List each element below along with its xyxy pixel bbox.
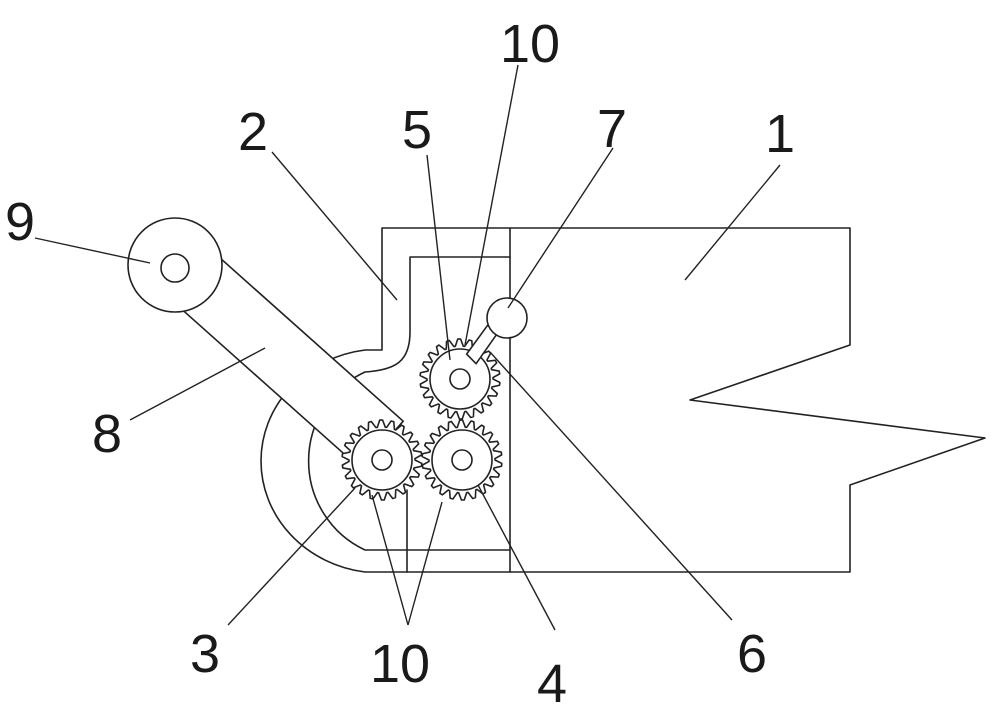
main-body-part-1 (509, 227, 986, 573)
label-part-3: 3 (190, 624, 220, 684)
gear-5-body (429, 348, 491, 410)
leader-line-5 (426, 154, 451, 361)
leader-line-3 (227, 487, 356, 626)
gear-5-hub (449, 368, 471, 390)
gear-part-5 (419, 338, 501, 420)
label-part-6: 6 (737, 624, 767, 684)
leader-line-10-bottom-a (371, 494, 409, 626)
gear-part-3 (341, 419, 423, 501)
label-part-4: 4 (537, 654, 567, 708)
label-part-1: 1 (765, 104, 795, 164)
gear-4-hub (451, 449, 473, 471)
label-part-2: 2 (238, 102, 268, 162)
leader-line-1 (684, 164, 781, 281)
label-part-10-top: 10 (500, 14, 560, 74)
label-part-5: 5 (402, 100, 432, 160)
leader-line-6 (489, 351, 733, 621)
housing-outer-part-2 (260, 227, 511, 573)
gear-3-hub (371, 449, 393, 471)
leader-line-4 (477, 484, 556, 631)
gear-4-body (431, 429, 493, 491)
label-part-7: 7 (597, 99, 627, 159)
leader-line-7 (507, 147, 614, 309)
leader-line-10-bottom-b (407, 501, 443, 626)
label-part-8: 8 (92, 404, 122, 464)
gear-3-body (351, 429, 413, 491)
pulley-hub-part-9 (160, 253, 190, 283)
leader-line-8 (129, 347, 266, 421)
leader-line-10-top (464, 64, 519, 346)
roller-pin-part-7 (486, 297, 528, 339)
label-part-9: 9 (5, 192, 35, 252)
leader-line-9 (34, 237, 151, 264)
label-part-10-bottom: 10 (370, 634, 430, 694)
gear-part-4 (421, 419, 503, 501)
leader-line-2 (271, 151, 398, 301)
